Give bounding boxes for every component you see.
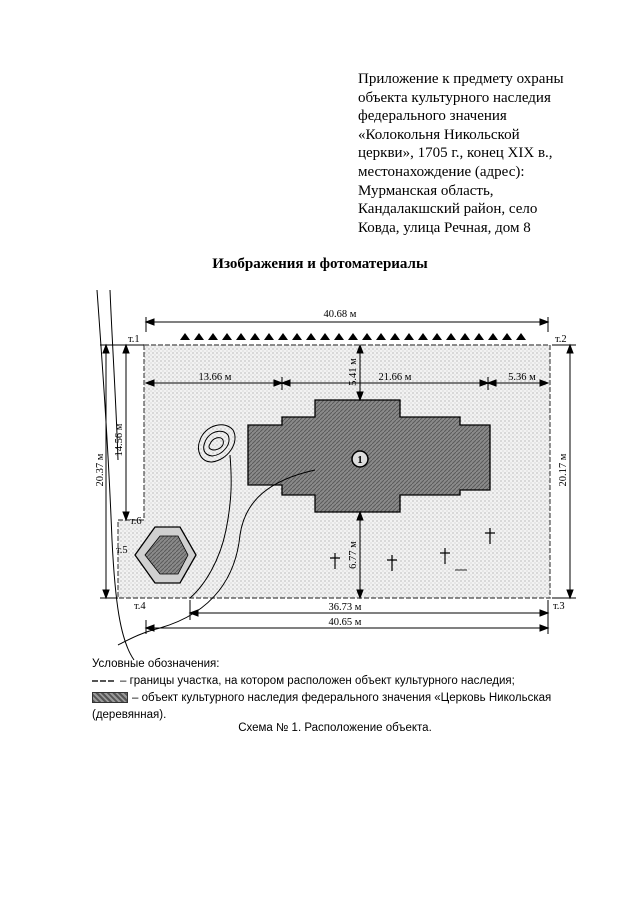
dim-right (552, 343, 576, 600)
road-line (96, 289, 135, 661)
dim-label: 36.73 м (329, 602, 362, 613)
church-building (247, 399, 491, 513)
contour-shape (198, 424, 236, 463)
appendix-line: «Колокольня Никольской (358, 126, 520, 143)
dim-label: 6.77 м (348, 541, 359, 569)
dim-left-inner (122, 343, 130, 522)
dim-label: 5.36 м (508, 372, 536, 383)
path-line (117, 469, 316, 646)
bell-tower-inner (144, 535, 189, 575)
legend-item-object: – объект культурного наследия федерально… (92, 690, 572, 707)
dim-vertical-center (356, 343, 364, 600)
boundary-line-swatch (92, 679, 114, 682)
appendix-line: Ковда, улица Речная, дом 8 (358, 219, 531, 236)
legend-item-boundary: – границы участка, на котором расположен… (92, 673, 572, 690)
object-marker (351, 450, 369, 468)
legend-item-object-cont: (деревянная). (92, 709, 167, 721)
point-label: т.6 (130, 516, 142, 527)
appendix-line: местонахождение (адрес): (358, 163, 525, 180)
point-label: т.5 (116, 545, 128, 556)
path-line (189, 454, 232, 599)
appendix-line: Кандалакшский район, село (358, 201, 538, 218)
dim-label: 5.41 м (348, 358, 359, 386)
grave-crosses (330, 528, 495, 571)
figure-caption: Схема № 1. Расположение объекта. (238, 722, 432, 734)
object-swatch (92, 692, 128, 704)
dim-bottom-outer (144, 620, 550, 634)
legend-text: – объект культурного наследия федерально… (132, 692, 552, 704)
object-number: 1 (357, 455, 362, 466)
appendix-line: Приложение к предмету охраны (358, 71, 564, 87)
point-label: т.3 (553, 601, 565, 612)
dim-row-segments (144, 377, 550, 390)
legend: Условные обозначения: – границы участка,… (92, 656, 572, 724)
dim-label: 40.65 м (329, 617, 362, 628)
point-label: т.2 (555, 334, 567, 345)
dim-label: 13.66 м (199, 372, 232, 383)
legend-text: – границы участка, на котором расположен… (120, 675, 515, 687)
legend-title: Условные обозначения: (92, 658, 220, 670)
dim-label: 21.66 м (379, 372, 412, 383)
dim-top-total (144, 317, 550, 332)
dim-label: 40.68 м (324, 309, 357, 320)
point-label: т.1 (128, 334, 140, 345)
dim-label: 20.17 м (558, 453, 569, 486)
dim-label: 14.56 м (114, 423, 125, 456)
road-line (109, 289, 119, 461)
appendix-line: объекта культурного наследия (358, 89, 551, 106)
fence-marks (180, 333, 526, 340)
dim-label: 20.37 м (95, 453, 106, 486)
section-title: Изображения и фотоматериалы (212, 256, 428, 272)
appendix-line: Мурманская область, (358, 182, 494, 199)
appendix-line: федерального значения (358, 108, 507, 125)
point-label: т.4 (134, 601, 146, 612)
appendix-block: Приложение к предмету охраны объекта кул… (358, 70, 598, 237)
dim-bottom-inner (188, 600, 550, 620)
dim-left-outer (100, 343, 144, 600)
appendix-line: церкви», 1705 г., конец XIX в., (358, 145, 553, 162)
